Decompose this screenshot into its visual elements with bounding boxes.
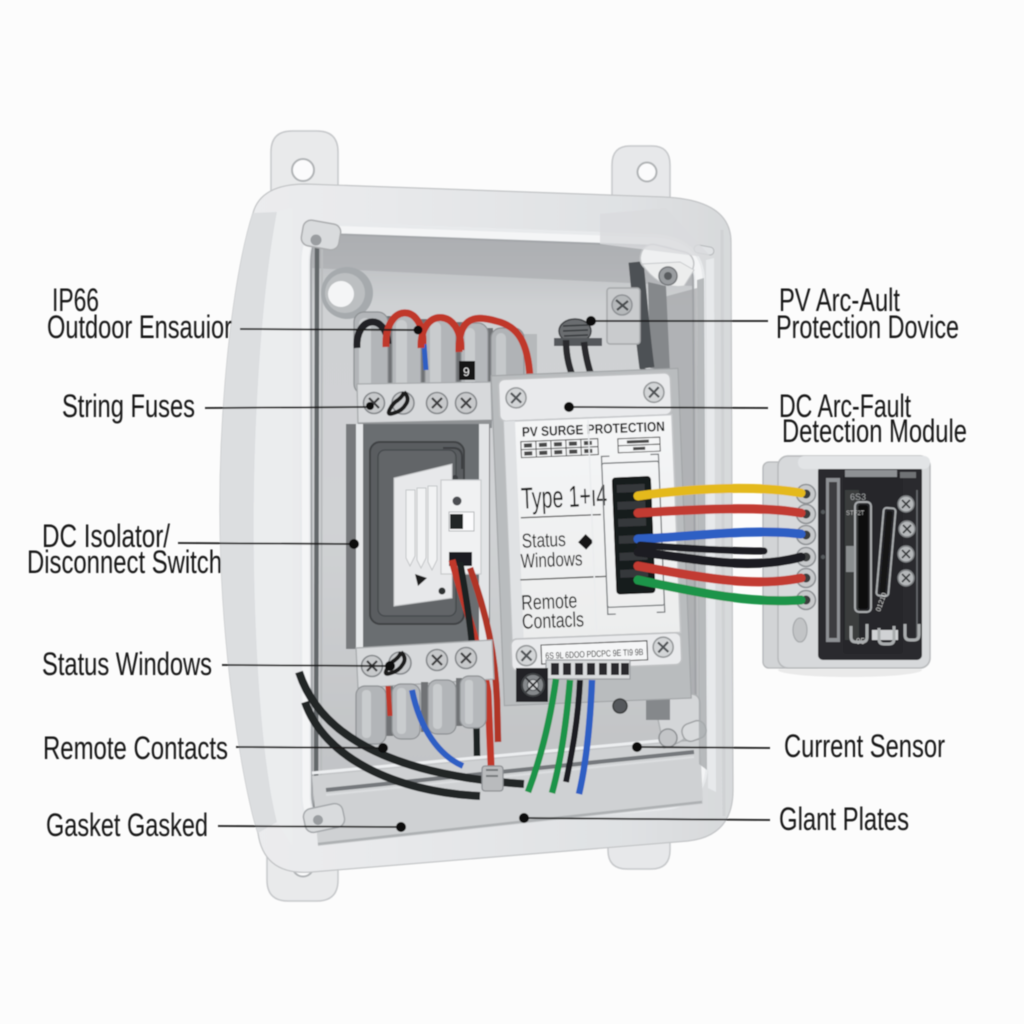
svg-text:IP66: IP66 (52, 282, 99, 318)
svg-text:PV SURGE PROTECTION: PV SURGE PROTECTION (522, 419, 665, 440)
svg-text:Contacls: Contacls (522, 608, 585, 633)
svg-text:DC Isolator/: DC Isolator/ (42, 518, 170, 554)
svg-text:Detection Module: Detection Module (782, 413, 967, 449)
svg-text:9: 9 (463, 365, 470, 379)
svg-text:DC Arc-Fault: DC Arc-Fault (779, 388, 911, 424)
svg-text:Gasket Gasked: Gasket Gasked (46, 807, 208, 843)
svg-text:Remote: Remote (521, 590, 578, 615)
svg-text:STF2T: STF2T (846, 511, 865, 517)
svg-text:6S 9L 6DOO PDCPC 9E TI9 9B: 6S 9L 6DOO PDCPC 9E TI9 9B (545, 647, 643, 661)
svg-text:Status Windows: Status Windows (42, 646, 212, 682)
svg-text:6S3: 6S3 (850, 492, 866, 502)
svg-text:Protection Dovice: Protection Dovice (776, 309, 959, 345)
svg-text:String Fuses: String Fuses (62, 388, 195, 424)
svg-text:Windows: Windows (520, 548, 583, 572)
svg-text:Type 1+ı4: Type 1+ı4 (520, 479, 607, 515)
svg-text:Outdoor Ensauior: Outdoor Ensauior (47, 309, 232, 345)
svg-text:Status: Status (521, 529, 566, 553)
svg-text:PV Arc-Ault: PV Arc-Ault (779, 282, 900, 318)
svg-text:Current Sensor: Current Sensor (784, 728, 945, 764)
svg-text:Disconnect Switch: Disconnect Switch (27, 544, 222, 580)
svg-text:Remote Contacts: Remote Contacts (43, 730, 228, 766)
svg-text:Glant Plates: Glant Plates (779, 801, 909, 837)
